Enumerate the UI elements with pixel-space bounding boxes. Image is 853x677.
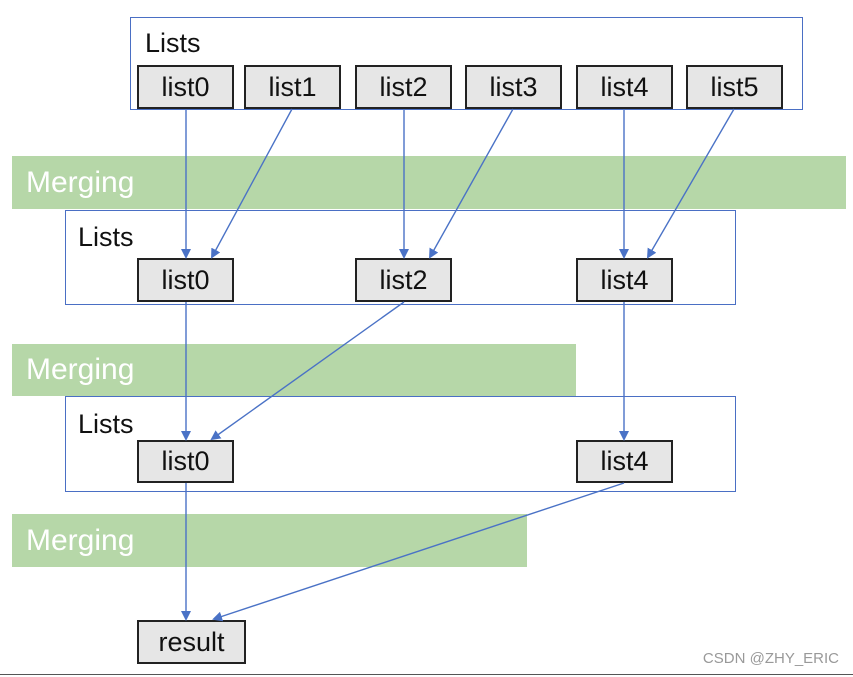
merging-band-2: Merging — [12, 344, 576, 396]
lists-frame-level2 — [65, 396, 736, 492]
merging-band-1: Merging — [12, 156, 846, 209]
merging-label-1: Merging — [26, 165, 135, 199]
node-l1-list4: list4 — [576, 258, 673, 302]
edge-l0list1-to-l1list0 — [211, 108, 293, 259]
edge-l0list3-to-l1list2 — [429, 108, 514, 259]
lists-label-level1: Lists — [78, 222, 134, 252]
edge-l1list2-to-l2list0 — [210, 301, 405, 441]
lists-label-level0: Lists — [145, 28, 201, 58]
node-l1-list0: list0 — [137, 258, 234, 302]
node-l1-list2: list2 — [355, 258, 452, 302]
node-l0-list5: list5 — [686, 65, 783, 109]
lists-label-level2: Lists — [78, 409, 134, 439]
bottom-rule — [0, 674, 853, 675]
node-l0-list3: list3 — [465, 65, 562, 109]
node-l0-list1: list1 — [244, 65, 341, 109]
node-l2-list0: list0 — [137, 440, 234, 483]
merging-label-3: Merging — [26, 523, 135, 557]
edge-l2list4-to-result — [212, 482, 625, 622]
merging-label-2: Merging — [26, 353, 135, 386]
node-result: result — [137, 620, 246, 664]
edge-l0list5-to-l1list4 — [646, 108, 735, 259]
lists-frame-level0 — [130, 17, 803, 110]
node-l0-list2: list2 — [355, 65, 452, 109]
node-l0-list4: list4 — [576, 65, 673, 109]
node-l2-list4: list4 — [576, 440, 673, 483]
merging-band-3: Merging — [12, 514, 527, 567]
watermark: CSDN @ZHY_ERIC — [702, 650, 839, 667]
node-l0-list0: list0 — [137, 65, 234, 109]
